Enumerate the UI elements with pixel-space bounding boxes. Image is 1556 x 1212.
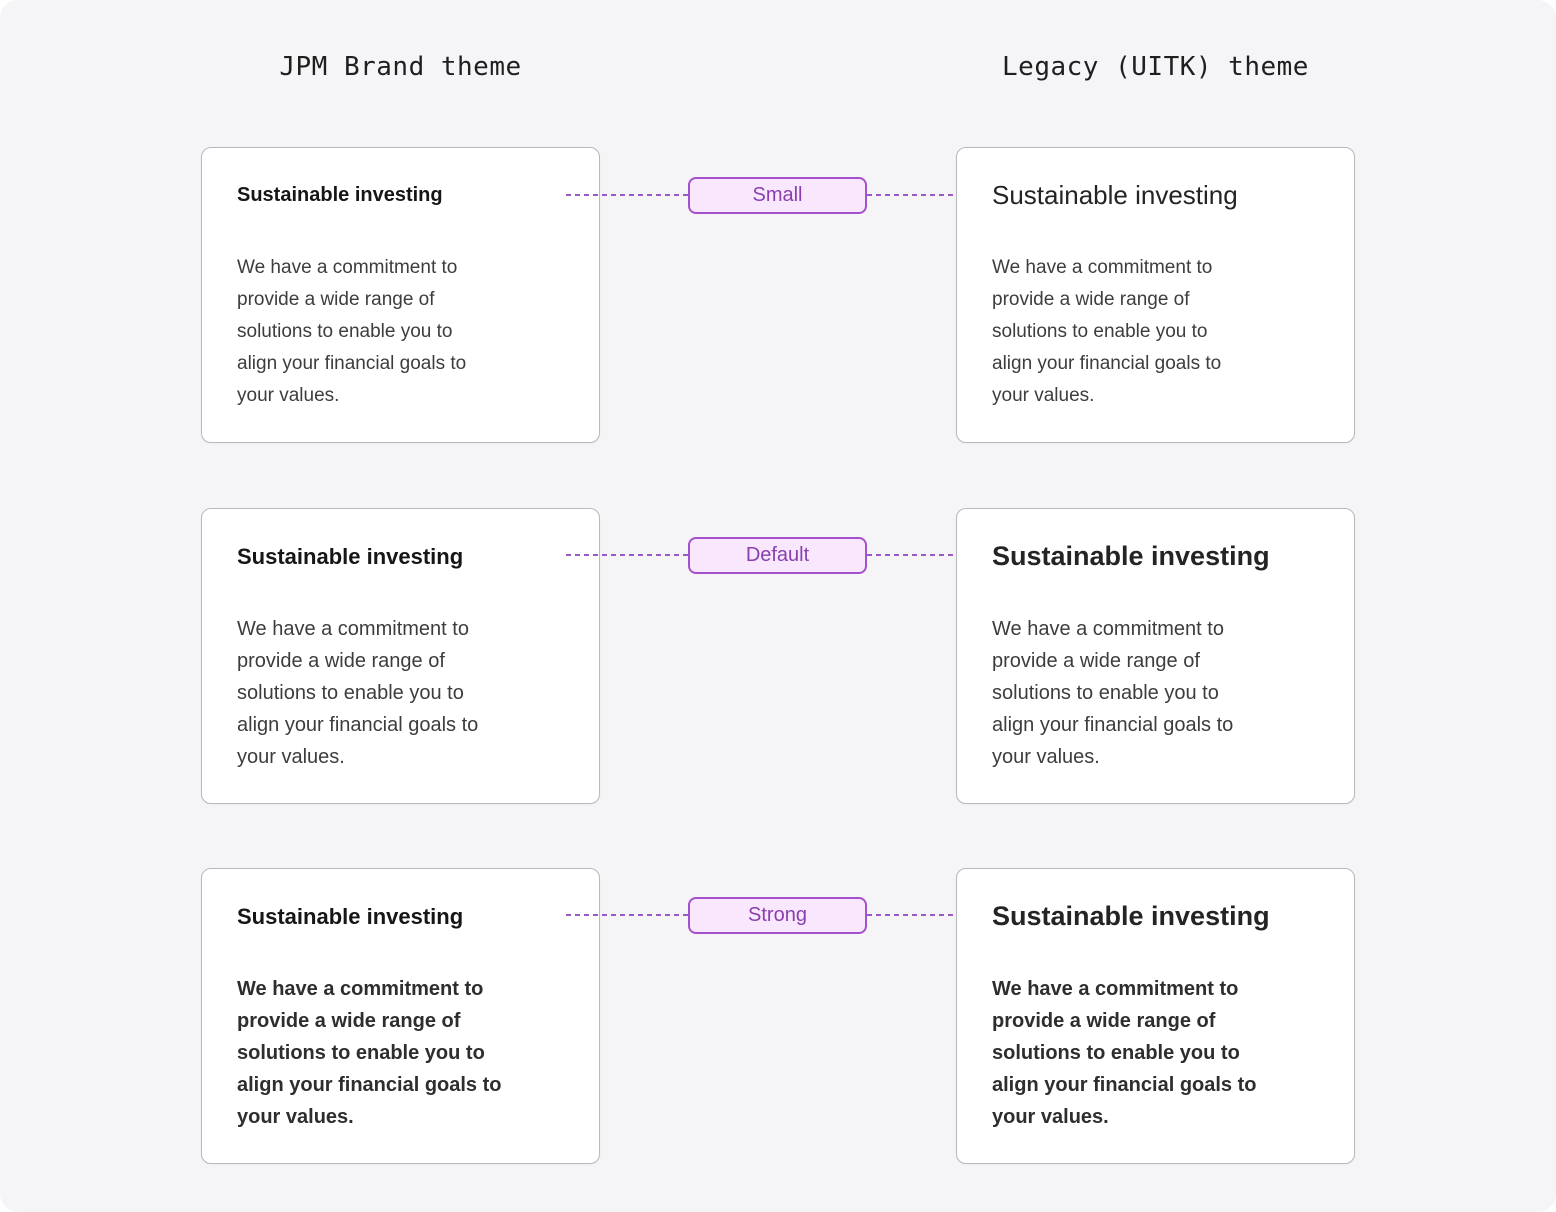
connector-dash-left (566, 194, 688, 196)
card-legacy-small: Sustainable investing We have a commitme… (956, 147, 1355, 443)
variant-badge-default: Default (688, 537, 867, 574)
card-heading: Sustainable investing (992, 901, 1270, 931)
card-heading: Sustainable investing (237, 904, 464, 929)
column-title-legacy-uitk-theme: Legacy (UITK) theme (1002, 52, 1309, 82)
card-heading: Sustainable investing (992, 180, 1238, 210)
card-body-text: We have a commitment to provide a wide r… (237, 618, 479, 768)
card-jpm-default: Sustainable investing We have a commitme… (201, 508, 600, 804)
card-jpm-strong: Sustainable investing We have a commitme… (201, 868, 600, 1164)
card-body-text: We have a commitment to provide a wide r… (237, 257, 467, 406)
connector-dash-left (566, 554, 688, 556)
card-body-text: We have a commitment to provide a wide r… (992, 618, 1234, 768)
connector-dash-left (566, 914, 688, 916)
card-legacy-strong: Sustainable investing We have a commitme… (956, 868, 1355, 1164)
variant-badge-small: Small (688, 177, 867, 214)
connector-dash-right (867, 194, 988, 196)
variant-badge-strong: Strong (688, 897, 867, 934)
card-heading: Sustainable investing (992, 541, 1270, 571)
card-heading: Sustainable investing (237, 184, 443, 206)
card-jpm-small: Sustainable investing We have a commitme… (201, 147, 600, 443)
card-body-text: We have a commitment to provide a wide r… (992, 257, 1222, 406)
card-body-text: We have a commitment to provide a wide r… (992, 978, 1257, 1128)
connector-dash-right (867, 914, 988, 916)
card-heading: Sustainable investing (237, 544, 464, 569)
column-title-jpm-brand-theme: JPM Brand theme (279, 52, 522, 82)
connector-dash-right (867, 554, 988, 556)
card-body-text: We have a commitment to provide a wide r… (237, 978, 502, 1128)
card-legacy-default: Sustainable investing We have a commitme… (956, 508, 1355, 804)
